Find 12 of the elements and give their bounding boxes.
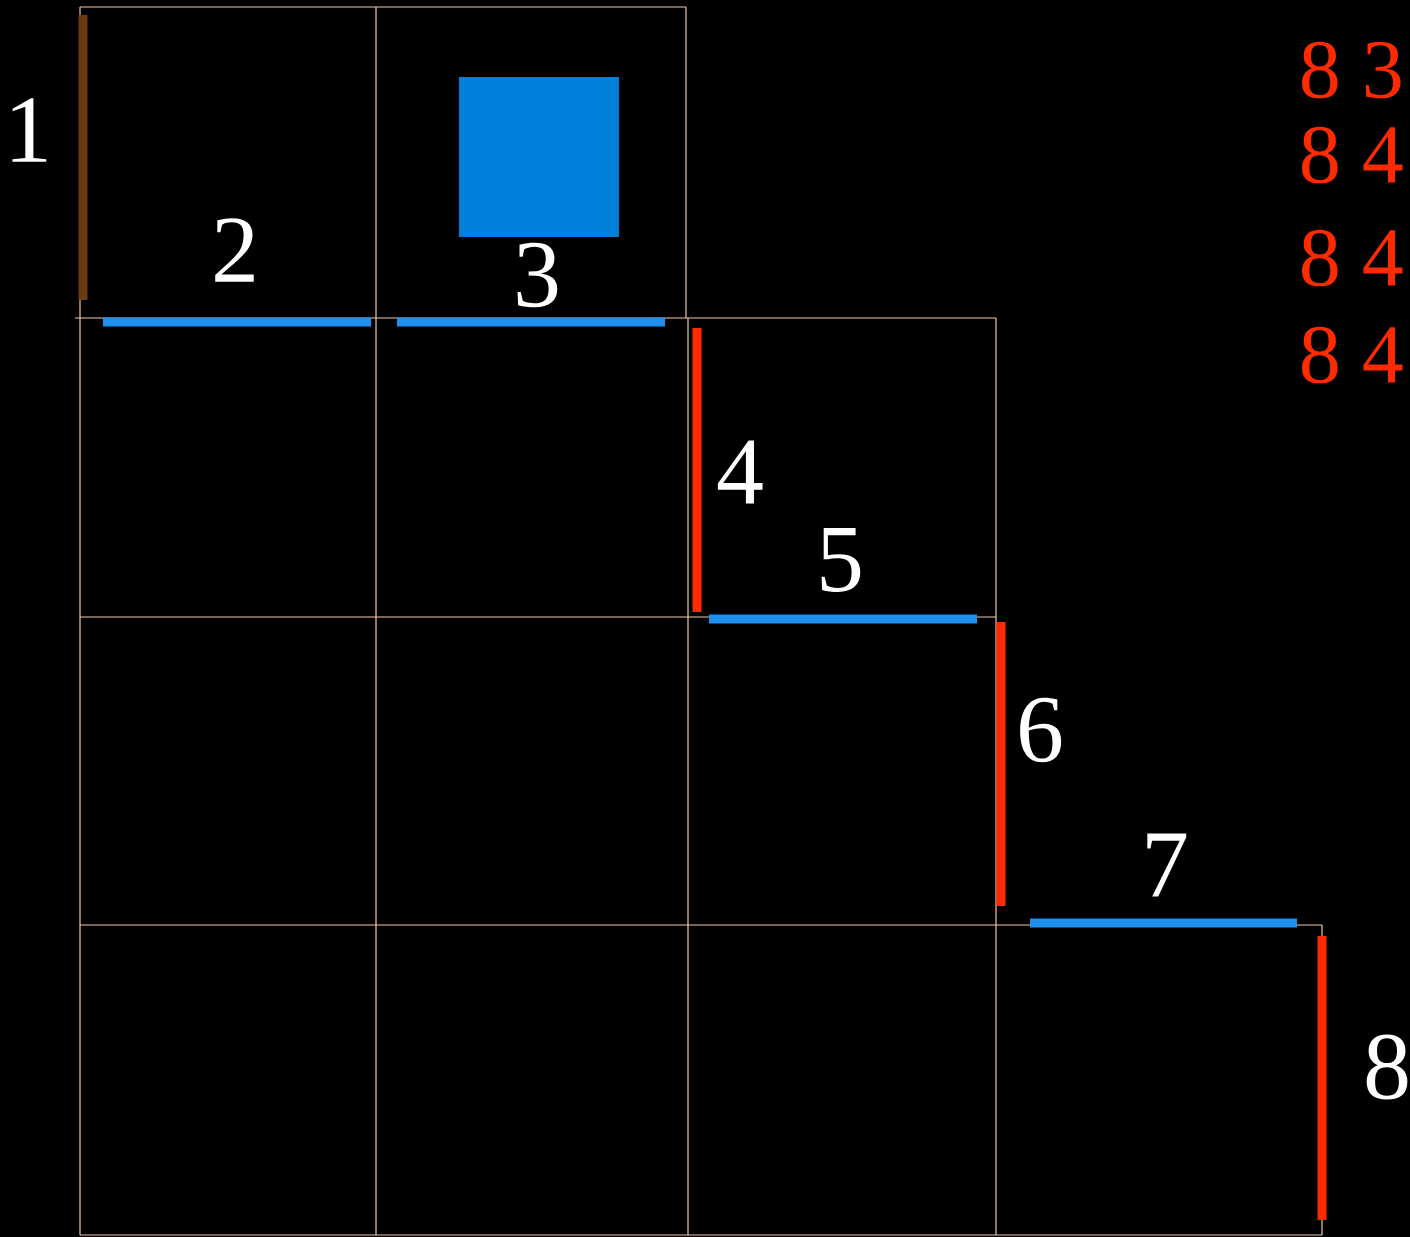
number-label: 6 xyxy=(1020,697,1062,763)
filled-square xyxy=(459,77,619,237)
number-label: 2 xyxy=(215,218,254,282)
number-label: 8 4 xyxy=(1302,326,1403,384)
number-label: 8 4 xyxy=(1302,126,1403,184)
number-label: 4 xyxy=(717,440,763,504)
number-label: 8 3 xyxy=(1302,41,1401,99)
number-label: 8 xyxy=(1366,1034,1408,1100)
number-label: 5 xyxy=(821,528,861,592)
number-label: 1 xyxy=(12,98,47,162)
number-label: 7 xyxy=(1147,833,1187,897)
number-label: 8 4 xyxy=(1302,229,1403,287)
